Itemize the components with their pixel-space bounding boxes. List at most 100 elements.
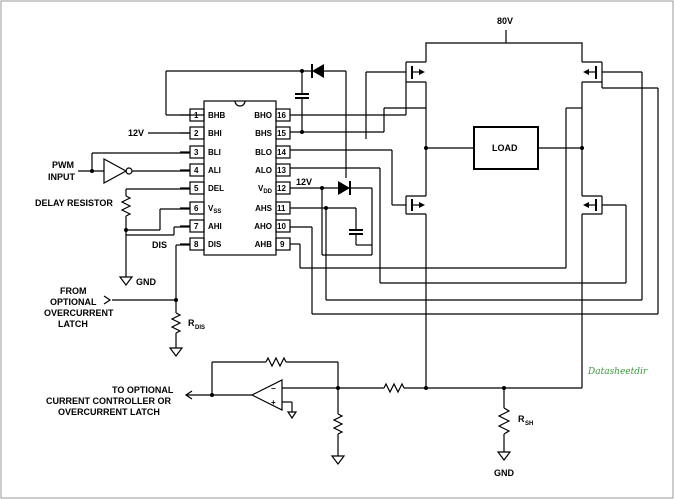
- pwm-inverter: [103, 157, 128, 185]
- from-label-line2: OPTIONAL: [50, 297, 97, 307]
- pin-number: 9: [280, 240, 285, 249]
- pin-name: AHI: [208, 222, 222, 231]
- ic-body: [203, 100, 277, 256]
- vdd-supply-label: 12V: [296, 177, 312, 187]
- hv-supply-label: 80V: [497, 16, 513, 26]
- ic-pin-5: 5 DEL: [180, 181, 224, 195]
- to-arrow: [184, 390, 193, 400]
- load-box: [473, 126, 539, 170]
- pin-number: 4: [194, 166, 199, 175]
- opamp-minus-label: −: [271, 384, 276, 393]
- to-label-line3: OVERCURRENT LATCH: [58, 407, 160, 417]
- gnd-left-symbol: [118, 276, 134, 286]
- rdis-label: R: [188, 318, 195, 328]
- pin-name: VDD: [258, 184, 273, 195]
- pin-name: DEL: [208, 184, 224, 193]
- feedback-resistor: [265, 356, 287, 368]
- pin-number: 16: [277, 111, 286, 120]
- pin-name: BHO: [254, 111, 272, 120]
- pin-name: AHO: [254, 222, 272, 231]
- pin-number: 15: [277, 129, 286, 138]
- mosfet-ahi: [581, 61, 642, 95]
- pin-name: ALO: [255, 166, 272, 175]
- watermark: Datasheetdir: [587, 367, 648, 377]
- ic-pin-16: 16 BHO: [254, 108, 291, 122]
- ic-pin-9: 9 AHB: [255, 237, 291, 251]
- pin-name: BLI: [208, 148, 221, 157]
- pin-name: VSS: [208, 204, 221, 215]
- ic-notch: [234, 100, 246, 107]
- gnd-left-label: GND: [136, 277, 157, 287]
- pwm-label-line1: PWM: [52, 160, 74, 170]
- pin-number: 5: [194, 184, 199, 193]
- pin-number: 6: [194, 204, 199, 213]
- input-section: 12V PWM INPUT DELAY RESISTOR GND DIS FRO…: [35, 128, 205, 357]
- ic-pin-6: 6 VSS: [180, 201, 221, 215]
- from-label-line3: OVERCURRENT: [44, 308, 114, 318]
- pin-name: ALI: [208, 166, 221, 175]
- opamp-plus-label: +: [271, 398, 276, 407]
- sense-pulldown-resistor: [332, 413, 344, 435]
- pwm-label-line2: INPUT: [48, 172, 76, 182]
- svg-text:SH: SH: [525, 421, 533, 427]
- dis-label: DIS: [152, 240, 167, 250]
- pin-name: BHI: [208, 129, 222, 138]
- svg-text:DIS: DIS: [195, 325, 205, 331]
- ic-pin-3: 3 BLI: [180, 145, 221, 159]
- pin-number: 11: [277, 204, 286, 213]
- to-label-line2: CURRENT CONTROLLER OR: [46, 396, 171, 406]
- ic-pin-10: 10 AHO: [254, 219, 291, 233]
- pin-number: 8: [194, 240, 199, 249]
- pin-name: BLO: [255, 148, 272, 157]
- ic-pin-12: 12 VDD: [258, 181, 291, 195]
- mosfet-bhi: [365, 61, 427, 139]
- pin-number: 12: [277, 184, 286, 193]
- gnd-right-symbol: [496, 451, 512, 461]
- opamp-symbol: [250, 379, 283, 411]
- opamp-plus-gnd: [286, 411, 298, 420]
- bhi-supply-label: 12V: [128, 128, 144, 138]
- bootstrap-diode-b: [312, 64, 324, 78]
- input-resistor: [383, 382, 405, 394]
- to-label-line1: TO OPTIONAL: [112, 385, 174, 395]
- pin-number: 3: [194, 148, 199, 157]
- mosfet-alo: [581, 188, 626, 220]
- rsh-label: R: [518, 414, 525, 424]
- ic-pin-13: 13 ALO: [255, 163, 291, 177]
- load-label: LOAD: [492, 143, 518, 153]
- pin-number: 2: [194, 129, 199, 138]
- pin-name: AHS: [255, 204, 273, 213]
- hv-rail: 80V: [425, 16, 583, 62]
- pin-name: BHS: [255, 129, 273, 138]
- rsh-resistor: [497, 407, 511, 435]
- gate-wiring: 12V: [165, 64, 659, 315]
- pin-name: BHB: [208, 111, 226, 120]
- pin-number: 13: [277, 166, 286, 175]
- ic-pin-4: 4 ALI: [180, 163, 221, 177]
- sense-rail: R SH GND: [424, 220, 583, 478]
- load-branch: LOAD: [424, 95, 584, 188]
- from-label-line1: FROM: [60, 286, 87, 296]
- rdis-resistor: [170, 312, 182, 334]
- gnd-right-label: GND: [494, 468, 515, 478]
- pin-number: 10: [277, 222, 286, 231]
- gnd-rdis-symbol: [168, 347, 184, 357]
- from-label-line4: LATCH: [58, 319, 88, 329]
- gnd-sense-symbol: [330, 455, 346, 465]
- sense-amplifier: − + TO OPTIONAL CURRENT CONTROLLER OR OV…: [46, 356, 426, 465]
- delay-resistor-label: DELAY RESISTOR: [35, 198, 113, 208]
- pin-name: AHB: [255, 240, 273, 249]
- ic-pin-15: 15 BHS: [255, 126, 291, 140]
- from-arrow: [103, 295, 112, 305]
- delay-resistor: [120, 195, 132, 217]
- mosfet-blo: [391, 150, 427, 220]
